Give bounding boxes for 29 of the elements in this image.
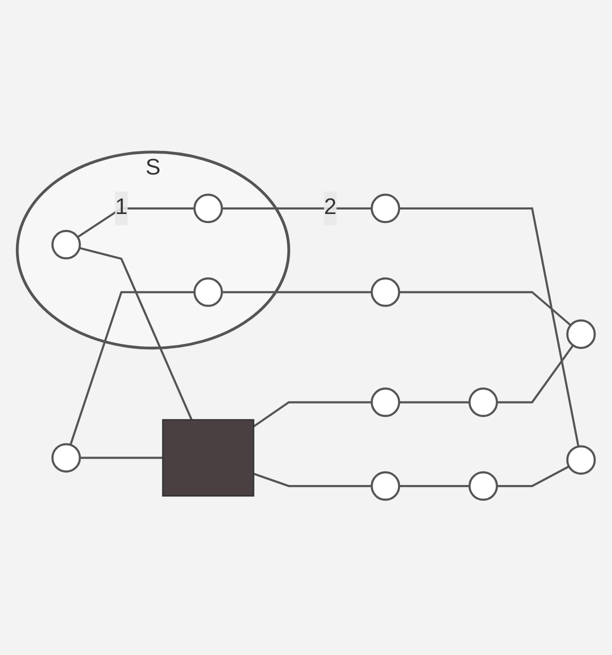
connector xyxy=(253,472,372,488)
node-box xyxy=(162,419,254,497)
connector xyxy=(399,401,470,404)
connector xyxy=(222,291,372,294)
connector xyxy=(399,291,572,326)
node-circle xyxy=(193,194,223,224)
connector xyxy=(79,247,193,420)
node-circle xyxy=(370,194,400,224)
node-circle xyxy=(468,471,498,501)
node-circle xyxy=(370,388,400,418)
connector xyxy=(222,207,372,210)
connector xyxy=(399,207,580,447)
connector xyxy=(70,291,194,446)
edge-label: 1 xyxy=(115,196,128,220)
connector xyxy=(496,465,570,488)
node-circle xyxy=(468,388,498,418)
node-circle xyxy=(566,319,596,349)
node-circle xyxy=(566,445,596,475)
edge-label: 2 xyxy=(324,196,337,220)
connector xyxy=(80,456,163,459)
node-circle xyxy=(193,277,223,307)
node-circle xyxy=(370,277,400,307)
connector xyxy=(77,207,194,238)
node-circle xyxy=(370,471,400,501)
connector xyxy=(496,344,574,404)
node-circle xyxy=(51,230,81,260)
node-circle xyxy=(51,443,81,473)
connector xyxy=(399,484,470,488)
connector xyxy=(252,401,372,428)
